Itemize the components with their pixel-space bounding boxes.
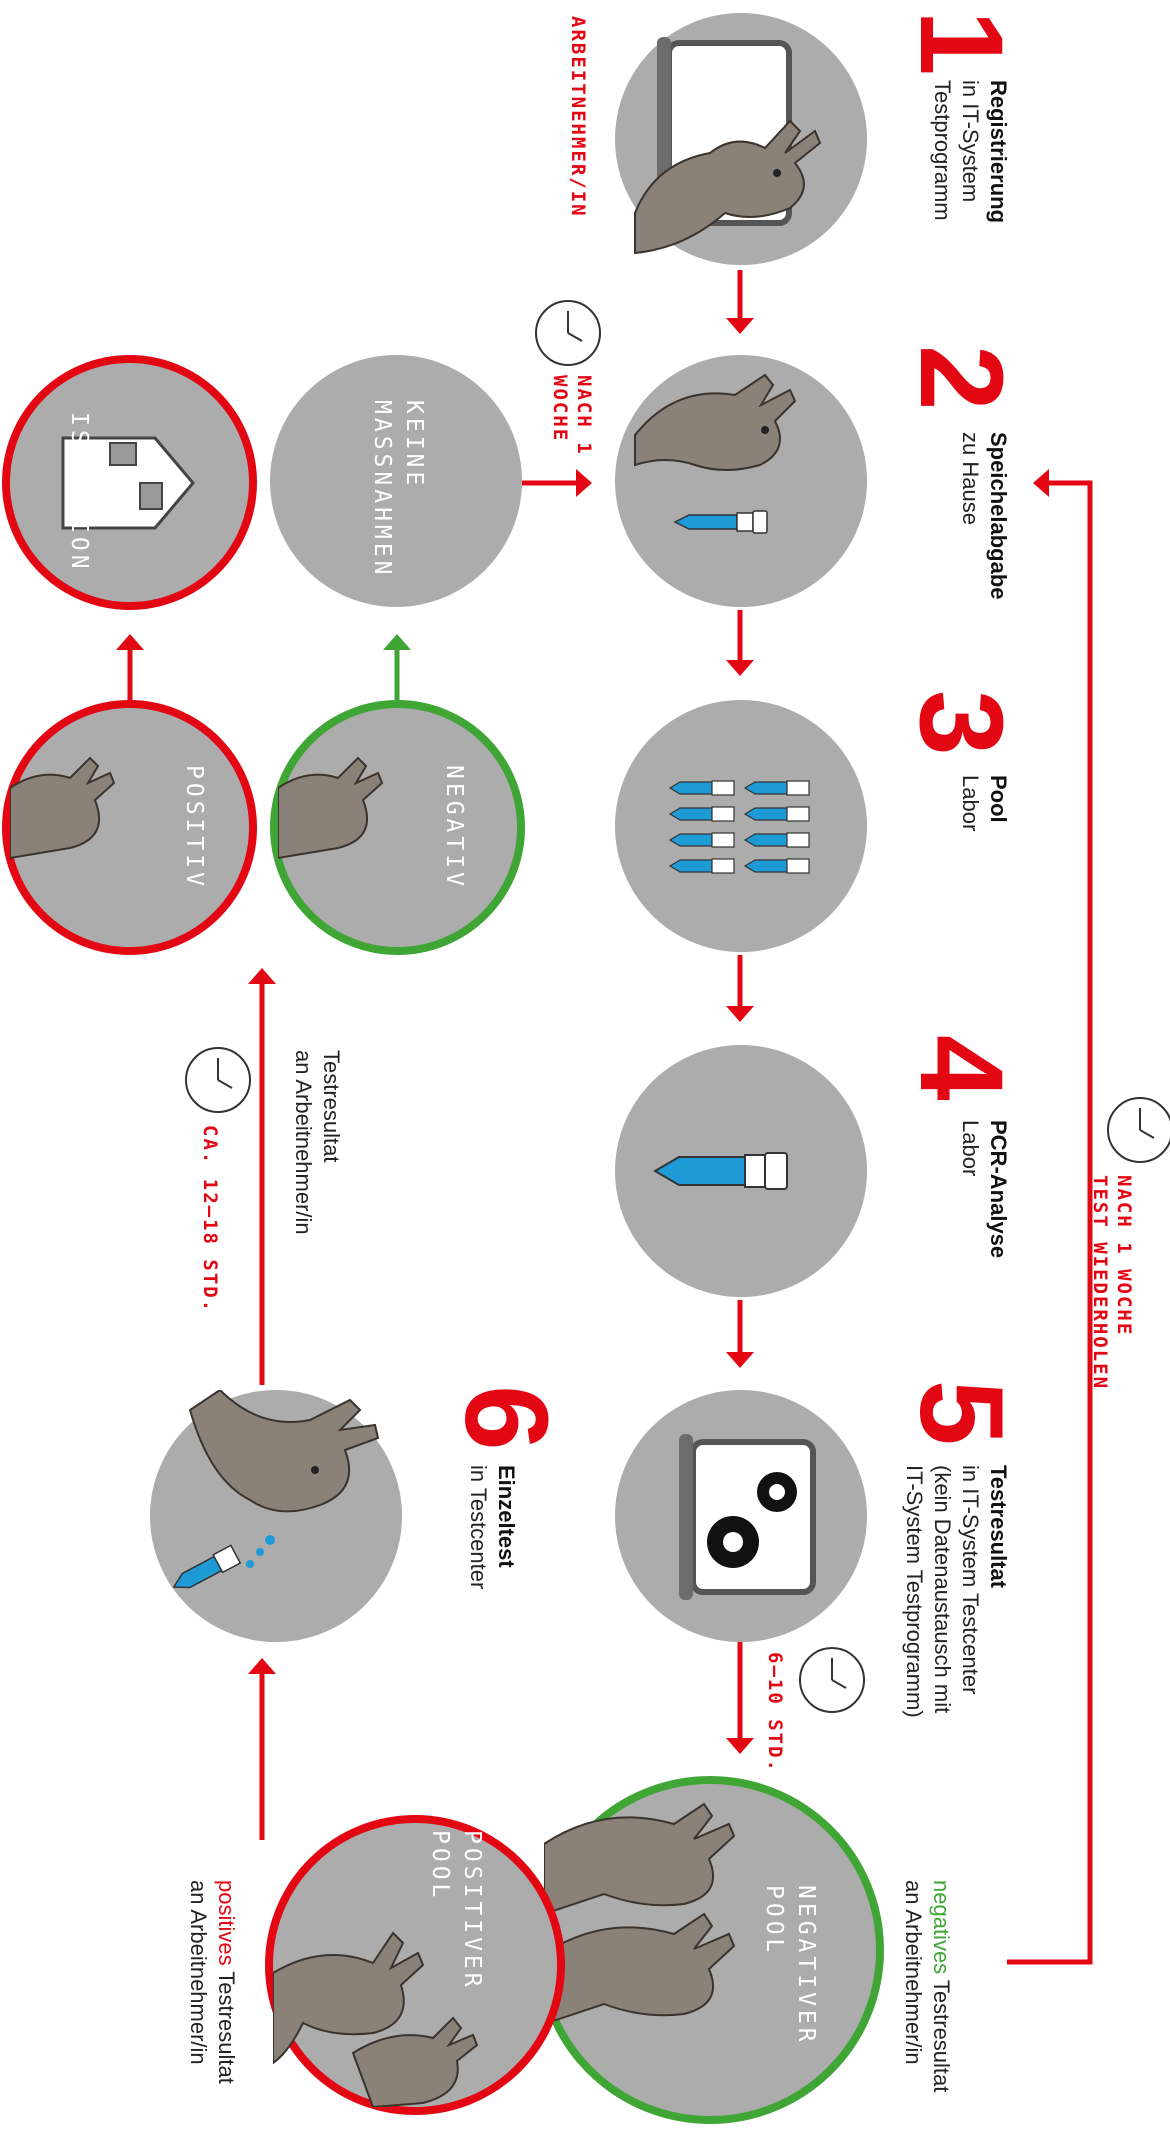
positiv-label: POSITIV — [178, 765, 210, 890]
circle-label-line: POSITIVER — [456, 1830, 488, 1991]
step6-text: Einzeltest in Testcenter — [464, 1465, 520, 1589]
step-number: 1 — [902, 10, 1020, 76]
step-line: Labor — [956, 775, 984, 831]
step-title: Einzeltest — [492, 1465, 520, 1589]
note-line: an Arbeitnehmer/in — [899, 1880, 927, 2092]
circle-label-line: NEGATIVER — [790, 1885, 822, 2046]
note-line: an Arbeitnehmer/in — [184, 1880, 212, 2084]
arbeitnehmer-label: ARBEITNEHMER/IN — [566, 16, 590, 218]
step2-text: Speichelabgabe zu Hause — [956, 432, 1012, 600]
step-line: in IT-System — [956, 80, 984, 223]
circle-label-line: NEGATIV — [438, 765, 470, 890]
circle-label-line: MASSNAHMEN — [366, 400, 398, 578]
after-one-week-label: NACH 1 WOCHE — [548, 375, 596, 456]
step-line: Testprogramm — [928, 80, 956, 223]
timer-line: CA. 12–18 STD. — [198, 1125, 222, 1313]
step-line: (kein Datenaustausch mit — [928, 1465, 956, 1718]
negative-highlight: negatives — [929, 1880, 954, 1974]
note-line: Testresultat — [317, 1050, 345, 1235]
clock-icon — [1108, 1098, 1170, 1162]
note-line: an Arbeitnehmer/in — [289, 1050, 317, 1235]
step-title: Speichelabgabe — [984, 432, 1012, 600]
step-title: Pool — [984, 775, 1012, 831]
isolation-label: ISOLATION — [63, 412, 95, 573]
clock-icon — [186, 1048, 250, 1112]
step-number: 5 — [902, 1380, 1020, 1446]
step-line: zu Hause — [956, 432, 984, 600]
step-number: 4 — [902, 1035, 1020, 1101]
circle-label-line: KEINE — [398, 400, 430, 578]
clock-icon — [536, 301, 600, 365]
note-line: negatives Testresultat — [927, 1880, 955, 2092]
step4-text: PCR-Analyse Labor — [956, 1120, 1012, 1258]
circle-label-line: POSITIV — [178, 765, 210, 890]
clock-icon — [800, 1648, 864, 1712]
step-title: Registrierung — [984, 80, 1012, 223]
top-label: ARBEITNEHMER/IN — [566, 16, 590, 218]
circle-label-line: ISOLATION — [63, 412, 95, 573]
step5-text: Testresultat in IT-System Testcenter (ke… — [900, 1465, 1012, 1718]
note-line: positives Testresultat — [212, 1880, 240, 2084]
individual-result-note: Testresultat an Arbeitnehmer/in — [289, 1050, 345, 1235]
step-line: IT-System Testprogramm) — [900, 1465, 928, 1718]
analysis-time-label: 6–10 STD. — [763, 1652, 787, 1773]
timer-line: NACH 1 — [572, 375, 596, 456]
circle-label-line: POOL — [424, 1830, 456, 1991]
timer-line: 6–10 STD. — [763, 1652, 787, 1773]
step-number: 6 — [447, 1385, 565, 1451]
timer-line: NACH 1 WOCHE — [1112, 1175, 1136, 1390]
step-line: Labor — [956, 1120, 984, 1258]
negativ-label: NEGATIV — [438, 765, 470, 890]
step3-text: Pool Labor — [956, 775, 1012, 831]
circle-label-line: POOL — [758, 1885, 790, 2046]
note-rest: Testresultat — [929, 1974, 954, 2092]
keine-massnahmen-label: KEINE MASSNAHMEN — [366, 400, 430, 578]
negative-pool-note: negatives Testresultat an Arbeitnehmer/i… — [899, 1880, 955, 2092]
negativer-pool-label: NEGATIVER POOL — [758, 1885, 822, 2046]
step-number: 3 — [902, 690, 1020, 756]
timer-line: TEST WIEDERHOLEN — [1088, 1175, 1112, 1390]
step-title: Testresultat — [984, 1465, 1012, 1718]
step-line: in Testcenter — [464, 1465, 492, 1589]
step-line: in IT-System Testcenter — [956, 1465, 984, 1718]
note-rest: Testresultat — [214, 1966, 239, 2084]
step-title: PCR-Analyse — [984, 1120, 1012, 1258]
step1-text: Registrierung in IT-System Testprogramm — [928, 80, 1012, 223]
step-number: 2 — [902, 345, 1020, 411]
positive-highlight: positives — [214, 1880, 239, 1966]
repeat-test-label: NACH 1 WOCHE TEST WIEDERHOLEN — [1088, 1175, 1136, 1390]
individual-time-label: CA. 12–18 STD. — [198, 1125, 222, 1313]
positiver-pool-label: POSITIVER POOL — [424, 1830, 488, 1991]
timer-line: WOCHE — [548, 375, 572, 456]
positive-pool-note: positives Testresultat an Arbeitnehmer/i… — [184, 1880, 240, 2084]
